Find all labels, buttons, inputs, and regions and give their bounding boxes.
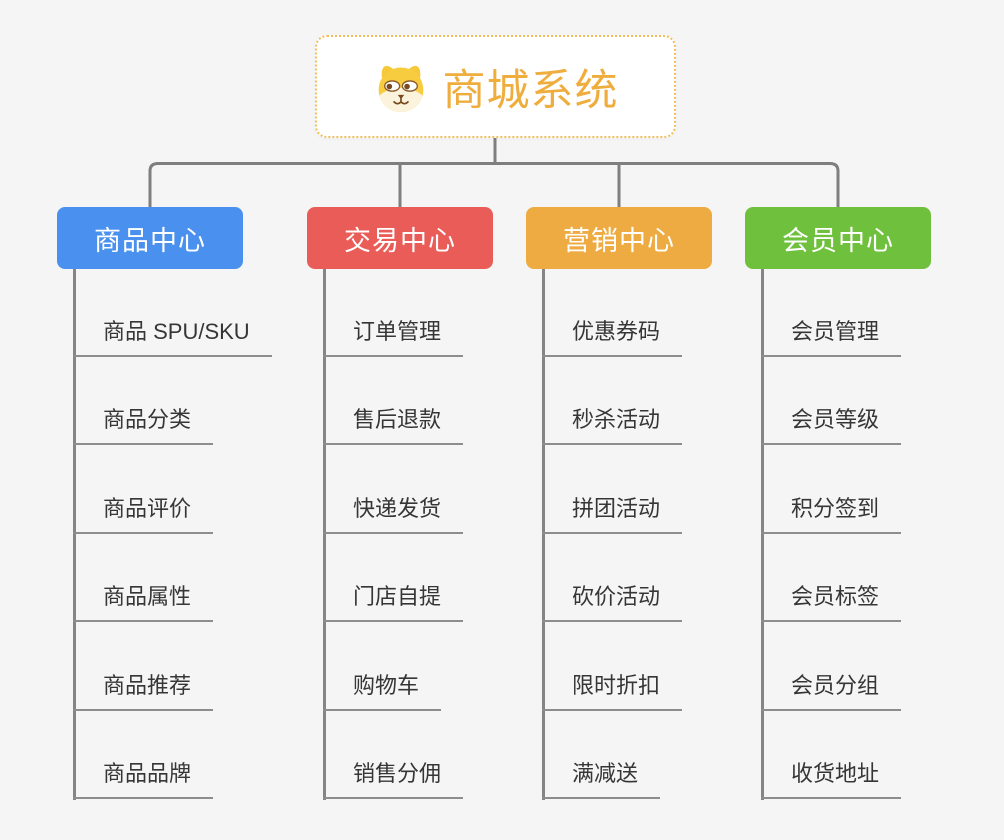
branch-topic-label: 营销中心 [563, 225, 675, 256]
root-topic-label: 商城系统 [442, 66, 619, 115]
sub-topic[interactable]: 销售分佣 [323, 759, 464, 799]
sub-topic[interactable]: 满减送 [542, 759, 661, 799]
sub-topic[interactable]: 商品分类 [73, 405, 214, 445]
sub-topic[interactable]: 商品属性 [73, 582, 214, 622]
root-topic[interactable]: 商城系统 [315, 35, 676, 138]
branch-children-member-center: 会员管理 会员等级 积分签到 会员标签 会员分组 收货地址 [761, 269, 902, 800]
branch-topic-trade-center[interactable]: 交易中心 [307, 207, 493, 269]
sub-topic[interactable]: 购物车 [323, 671, 442, 711]
branch-children-trade-center: 订单管理 售后退款 快递发货 门店自提 购物车 销售分佣 [323, 269, 464, 800]
sub-topic[interactable]: 商品推荐 [73, 671, 214, 711]
branch-topic-product-center[interactable]: 商品中心 [57, 207, 243, 269]
dog-face-icon [378, 65, 423, 112]
sub-topic[interactable]: 秒杀活动 [542, 405, 683, 445]
sub-topic[interactable]: 商品评价 [73, 494, 214, 534]
branch-children-product-center: 商品 SPU/SKU 商品分类 商品评价 商品属性 商品推荐 商品品牌 [73, 269, 272, 800]
branch-topic-label: 会员中心 [782, 225, 894, 256]
sub-topic[interactable]: 收货地址 [761, 759, 902, 799]
sub-topic[interactable]: 售后退款 [323, 405, 464, 445]
branch-topic-marketing-center[interactable]: 营销中心 [526, 207, 712, 269]
sub-topic[interactable]: 商品 SPU/SKU [73, 317, 272, 357]
sub-topic[interactable]: 会员标签 [761, 582, 902, 622]
sub-topic[interactable]: 会员管理 [761, 317, 902, 357]
sub-topic[interactable]: 订单管理 [323, 317, 464, 357]
sub-topic[interactable]: 商品品牌 [73, 759, 214, 799]
sub-topic[interactable]: 会员分组 [761, 671, 902, 711]
branch-children-marketing-center: 优惠券码 秒杀活动 拼团活动 砍价活动 限时折扣 满减送 [542, 269, 683, 800]
bracket-line [148, 162, 840, 207]
sub-topic[interactable]: 快递发货 [323, 494, 464, 534]
sub-topic[interactable]: 砍价活动 [542, 582, 683, 622]
sub-topic[interactable]: 优惠券码 [542, 317, 683, 357]
sub-topic[interactable]: 限时折扣 [542, 671, 683, 711]
sub-topic[interactable]: 门店自提 [323, 582, 464, 622]
sub-topic[interactable]: 积分签到 [761, 494, 902, 534]
branch-topic-label: 商品中心 [94, 225, 206, 256]
sub-topic[interactable]: 会员等级 [761, 405, 902, 445]
branch-topic-label: 交易中心 [344, 225, 456, 256]
branch-topic-member-center[interactable]: 会员中心 [745, 207, 931, 269]
sub-topic[interactable]: 拼团活动 [542, 494, 683, 534]
